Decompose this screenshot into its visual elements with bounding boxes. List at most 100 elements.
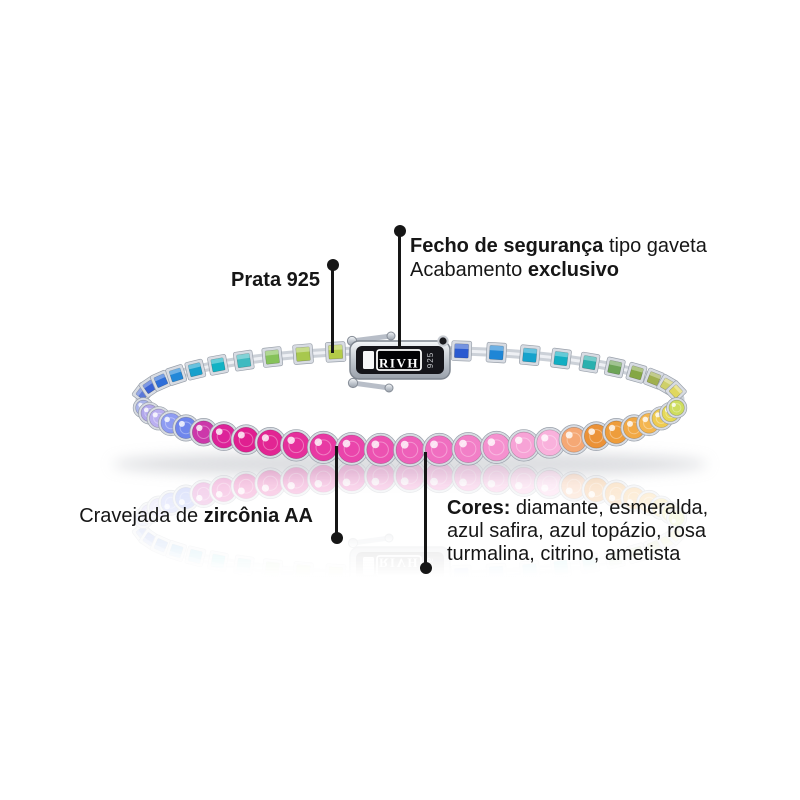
far-stones-right xyxy=(450,340,687,403)
callout-dot-fecho xyxy=(394,225,406,237)
clasp-brand-plate xyxy=(376,349,422,371)
clasp-lever-ball xyxy=(347,377,359,389)
stone-gem xyxy=(668,384,683,399)
stone-gem xyxy=(257,429,284,457)
clasp-hallmark-text: 925 xyxy=(426,352,435,368)
stone-sparkle xyxy=(430,440,438,449)
round-stone xyxy=(480,430,513,464)
stone-gem xyxy=(607,360,623,375)
stone-sparkle xyxy=(371,440,380,449)
square-stone xyxy=(292,343,314,365)
square-stone xyxy=(485,341,508,364)
stone-gem xyxy=(482,433,511,462)
stone-sparkle xyxy=(554,351,569,358)
stone-gem xyxy=(582,355,597,371)
stone-facet xyxy=(315,439,332,456)
square-stone xyxy=(149,369,172,392)
stone-gem xyxy=(153,373,168,388)
stone-facet xyxy=(372,441,389,458)
stone-sparkle xyxy=(459,439,467,448)
stone-sparkle xyxy=(168,367,182,376)
stone-sparkle xyxy=(583,355,597,362)
stone-sparkle xyxy=(215,428,223,436)
stone-sparkle xyxy=(565,431,573,439)
label-cores-line3: turmalina, citrino, ametista xyxy=(447,543,681,565)
stone-sparkle xyxy=(631,365,644,373)
stone-gem xyxy=(295,346,311,362)
clasp-lever-top xyxy=(351,333,392,344)
stone-gem xyxy=(425,435,454,464)
stone-sparkle xyxy=(210,357,224,365)
stone-sparkle xyxy=(342,439,351,448)
fecho-bold-text: Fecho de segurança xyxy=(410,235,604,257)
square-stone xyxy=(184,358,207,381)
clasp-lever-ball xyxy=(384,383,394,393)
square-stone xyxy=(165,364,188,386)
square-stone xyxy=(450,340,473,362)
label-cores-line2: azul safira, azul topázio, rosa xyxy=(447,520,707,542)
stone-facet xyxy=(566,432,582,448)
stone-sparkle xyxy=(295,346,310,353)
stone-sparkle xyxy=(608,424,616,432)
label-cravejada: Cravejada de zircônia AA xyxy=(79,504,313,528)
square-stone xyxy=(625,361,648,384)
cravejada-regular-text: Cravejada de xyxy=(79,505,204,527)
stone-facet xyxy=(288,437,305,454)
stone-gem xyxy=(629,365,644,381)
callout-dot-prata xyxy=(327,259,339,271)
stone-gem xyxy=(395,435,425,465)
stone-sparkle xyxy=(237,431,245,439)
clasp-lever-bottom xyxy=(352,380,390,391)
square-stone xyxy=(519,344,541,366)
stone-gem xyxy=(210,357,226,373)
callout-line-cores xyxy=(424,452,427,568)
square-stone xyxy=(578,351,601,374)
stone-gem xyxy=(668,399,685,416)
stone-sparkle xyxy=(649,371,662,380)
stone-gem xyxy=(366,435,395,464)
stone-sparkle xyxy=(541,434,549,442)
clasp-brand-text: RIVH xyxy=(379,355,419,370)
cores-line1-text: diamante, esmeralda, xyxy=(510,497,709,519)
stone-gem xyxy=(236,353,252,369)
round-stone xyxy=(393,433,427,467)
round-stone xyxy=(254,427,287,459)
stone-sparkle xyxy=(314,438,323,447)
stone-gem xyxy=(454,434,483,463)
stone-gem xyxy=(264,349,280,365)
stone-sparkle xyxy=(454,343,469,350)
stone-facet xyxy=(515,437,532,454)
stone-sparkle xyxy=(673,384,683,394)
label-cores-line1: Cores: diamante, esmeralda, xyxy=(447,497,708,520)
stone-facet xyxy=(488,439,505,456)
stone-gem xyxy=(536,429,563,457)
stone-sparkle xyxy=(489,345,504,352)
stone-sparkle xyxy=(642,416,649,423)
round-stone xyxy=(533,427,566,459)
stone-sparkle xyxy=(152,412,158,418)
stone-sparkle xyxy=(261,434,270,442)
stone-sparkle xyxy=(287,436,295,445)
square-stone xyxy=(324,341,347,363)
stone-sparkle xyxy=(523,347,538,354)
callout-dot-cravejada xyxy=(331,532,343,544)
stone-gem xyxy=(188,362,203,377)
stone-gem xyxy=(168,367,184,383)
stone-sparkle xyxy=(264,349,279,356)
stone-sparkle xyxy=(142,379,154,389)
round-stone xyxy=(363,432,398,467)
round-stone xyxy=(208,421,239,451)
stone-sparkle xyxy=(609,360,623,367)
round-stone xyxy=(558,424,590,456)
far-stones-left xyxy=(131,341,347,404)
stone-facet xyxy=(343,440,360,457)
stone-sparkle xyxy=(400,440,409,449)
stone-gem xyxy=(646,371,662,386)
square-stone xyxy=(665,380,687,403)
label-cores: Cores: diamante, esmeralda, azul safira,… xyxy=(447,497,708,566)
stone-gem xyxy=(553,351,569,367)
fecho-regular-text: tipo gaveta xyxy=(603,235,707,257)
stone-facet xyxy=(262,435,278,451)
bracelet: RIVH 925 xyxy=(131,331,688,467)
